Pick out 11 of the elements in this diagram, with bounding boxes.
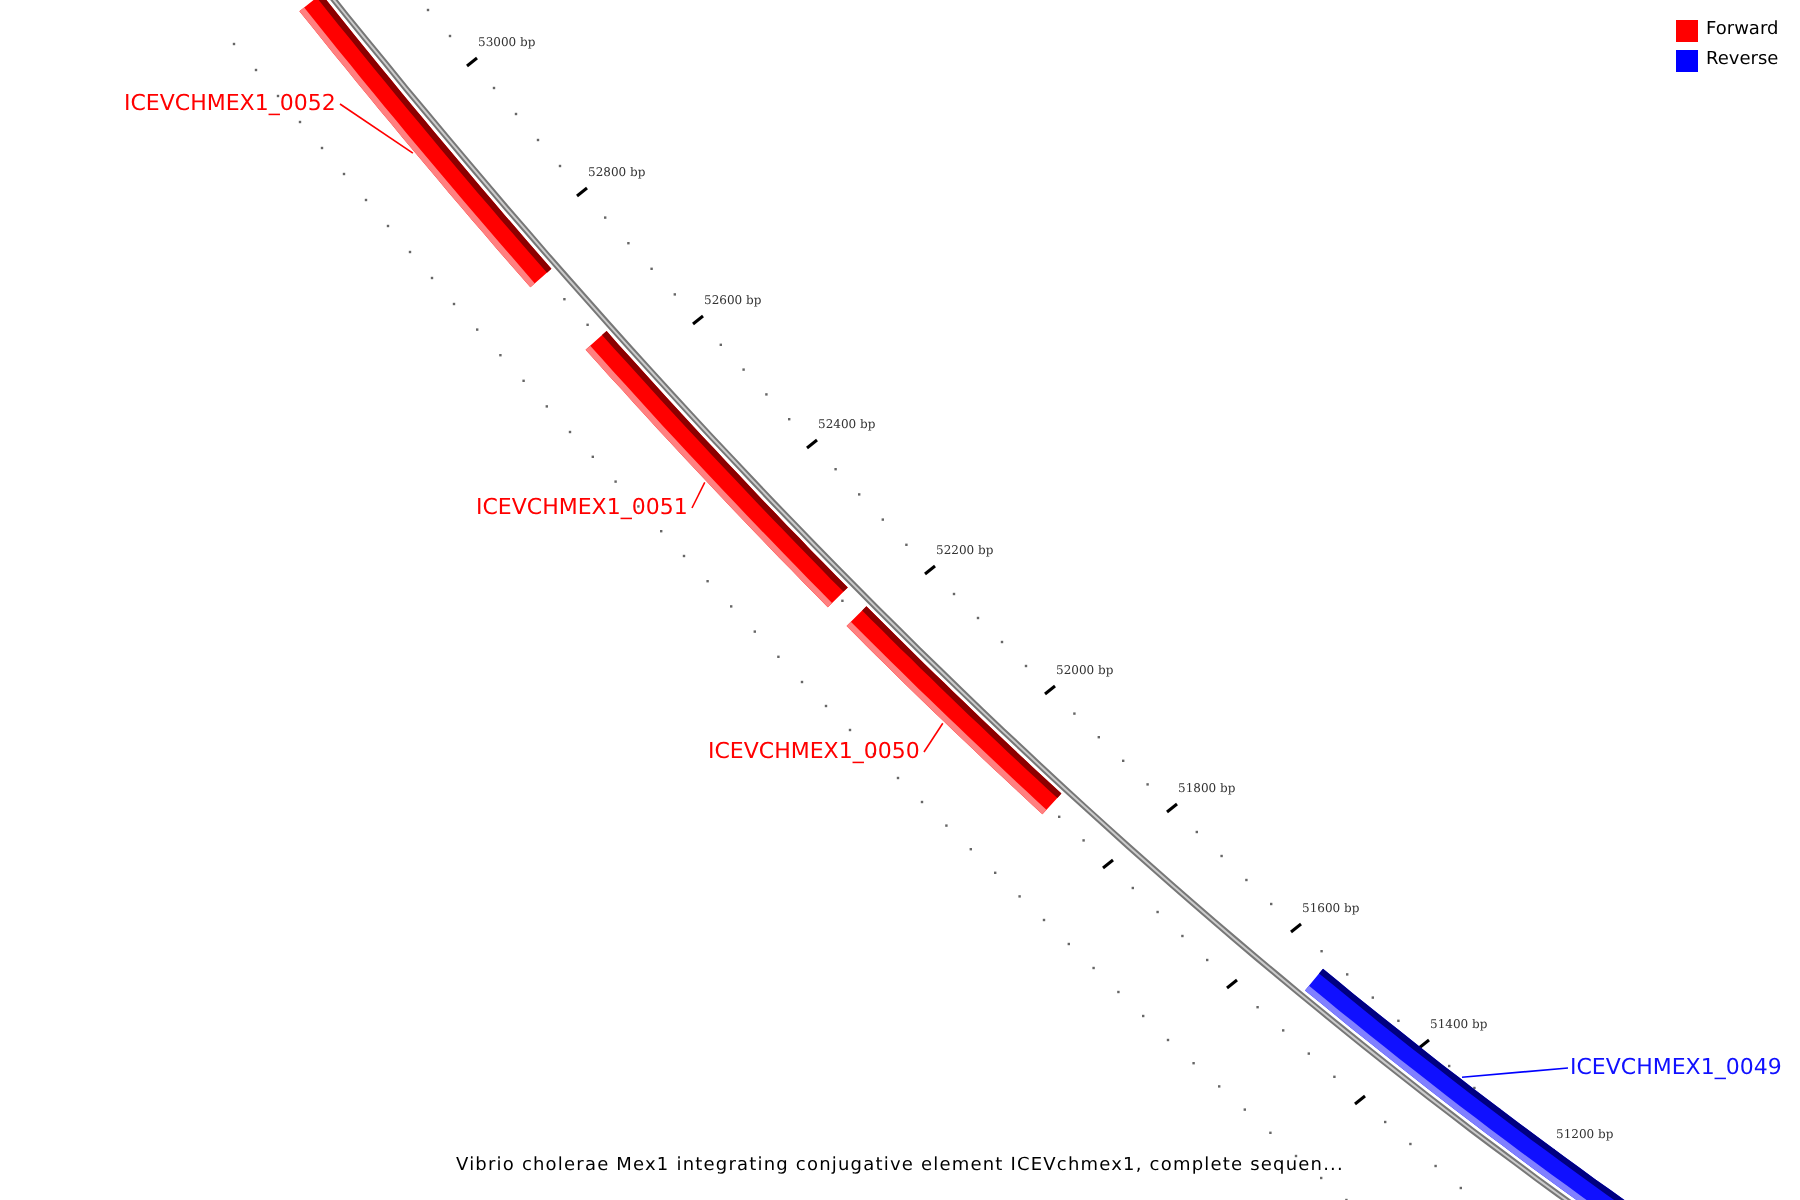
leader-line: [339, 103, 414, 154]
caption: Vibrio cholerae Mex1 integrating conjugative element ICEVchmex1, complete sequen...: [454, 1156, 1346, 1176]
leader-line: [691, 481, 706, 509]
leader-line: [923, 722, 944, 753]
gene-label: ICEVCHMEX1_0052: [124, 92, 336, 116]
gene-label: ICEVCHMEX1_0051: [476, 496, 688, 520]
legend-label: Forward: [1706, 20, 1779, 42]
gene-label: ICEVCHMEX1_0050: [708, 740, 920, 764]
legend-label: Reverse: [1706, 50, 1779, 72]
leader-line: [1461, 1067, 1569, 1078]
gene-label: ICEVCHMEX1_0049: [1570, 1056, 1782, 1080]
